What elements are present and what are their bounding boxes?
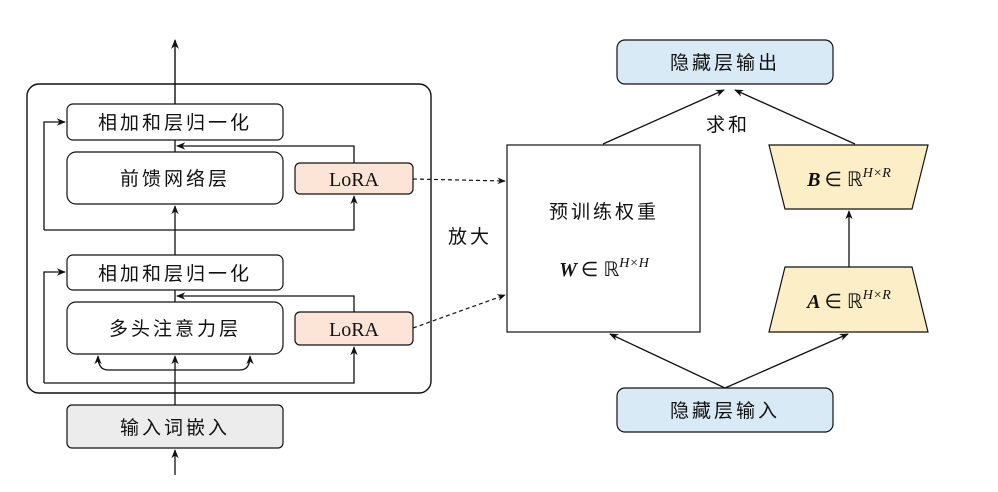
hidden-input-label: 隐藏层输入	[670, 400, 780, 422]
b-formula: B∈ ℝH×R	[806, 166, 891, 191]
embedding-label: 输入词嵌入	[120, 417, 230, 439]
matrix-a: A∈ ℝH×R	[768, 266, 929, 333]
lora-bottom-label: LoRA	[329, 319, 380, 341]
transformer-block	[26, 83, 432, 394]
left-connections	[43, 118, 358, 475]
w-formula: W∈ ℝH×H	[559, 256, 650, 281]
add-norm-bottom-label: 相加和层归一化	[98, 263, 252, 285]
ffn-label: 前馈网络层	[120, 168, 230, 190]
ffn-box: 前馈网络层	[66, 151, 284, 205]
lora-top-box: LoRA	[294, 162, 414, 195]
hidden-input-box: 隐藏层输入	[616, 387, 834, 433]
zoom-label: 放大	[448, 226, 492, 248]
zoom-arrows	[412, 177, 506, 329]
sum-label: 求和	[706, 114, 750, 136]
embedding-box: 输入词嵌入	[66, 404, 284, 449]
mha-label: 多头注意力层	[109, 318, 241, 340]
a-formula: A∈ ℝH×R	[805, 288, 891, 313]
hidden-output-box: 隐藏层输出	[616, 39, 834, 85]
lora-top-label: LoRA	[329, 169, 380, 191]
pretrained-label: 预训练权重	[549, 201, 659, 223]
pretrained-weight-box: 预训练权重 W∈ ℝH×H	[506, 144, 701, 333]
right-connections	[602, 89, 856, 389]
add-norm-top-label: 相加和层归一化	[98, 112, 252, 134]
matrix-b: B∈ ℝH×R	[768, 144, 929, 210]
add-norm-bottom-box: 相加和层归一化	[66, 254, 284, 291]
mha-box: 多头注意力层	[66, 301, 284, 355]
hidden-output-label: 隐藏层输出	[670, 52, 780, 74]
add-norm-top-box: 相加和层归一化	[66, 103, 284, 141]
lora-bottom-box: LoRA	[294, 311, 414, 346]
